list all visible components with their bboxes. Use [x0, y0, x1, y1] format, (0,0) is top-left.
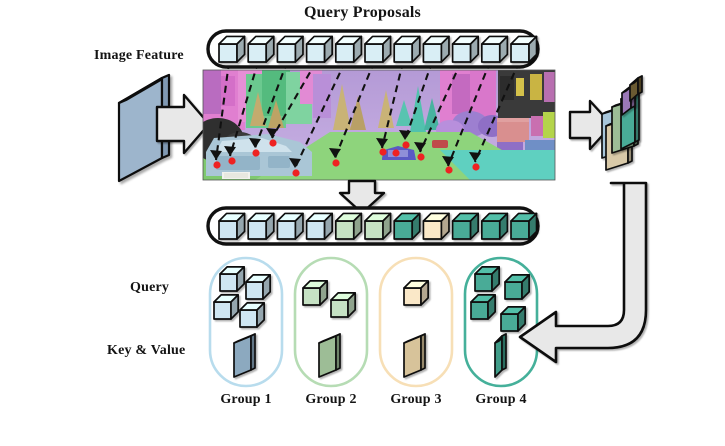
arrow-image-to-stack [568, 99, 614, 151]
group-4-key-value-plate [494, 333, 507, 378]
assigned-cube [510, 212, 538, 240]
group-4-query-cube [474, 266, 500, 292]
group-capsule-2 [293, 256, 369, 388]
output-feature-stack [601, 75, 643, 171]
group-4-query-cube [500, 306, 526, 332]
proposal-cube [393, 35, 421, 63]
scene-keypoints [213, 139, 480, 177]
figure-title: Query Proposals [304, 4, 421, 21]
proposal-cube [451, 35, 480, 63]
group-contents [213, 266, 530, 378]
proposal-cube [510, 35, 538, 63]
group-capsule-1 [208, 256, 284, 388]
group-3-label: Group 3 [390, 392, 442, 407]
proposal-cube [218, 35, 246, 63]
key-value-label: Key & Value [107, 343, 186, 358]
assigned-cube [218, 212, 246, 240]
proposal-cube [276, 35, 304, 63]
group-1-query-cube [219, 266, 245, 292]
group-4-query-cube [504, 274, 530, 300]
group-capsules [208, 256, 539, 388]
feedback-arrow [518, 181, 648, 364]
proposal-cube [422, 35, 450, 63]
proposal-cube [247, 35, 275, 63]
group-capsule-4 [463, 256, 539, 388]
group-3-query-cube [403, 280, 429, 306]
group-1-query-cube [245, 274, 271, 300]
assigned-cube [422, 212, 450, 240]
proposal-cube [334, 35, 363, 63]
query-label: Query [130, 280, 170, 295]
assigned-query-cubes [218, 212, 538, 240]
arrow-image-to-assignment [338, 179, 386, 215]
group-1-label: Group 1 [220, 392, 272, 407]
assigned-cube [393, 212, 421, 240]
query-proposal-cubes [218, 35, 538, 63]
proposal-association-lines [214, 61, 520, 169]
group-2-key-value-plate [318, 333, 341, 378]
group-4-label: Group 4 [475, 392, 527, 407]
assigned-cube [334, 212, 363, 240]
feature-plate [629, 75, 643, 102]
proposal-cube [364, 35, 392, 63]
group-2-query-cube [302, 280, 328, 306]
group-1-query-cube [213, 294, 239, 320]
group-1-key-value-plate [233, 333, 256, 378]
group-1-query-cube [239, 302, 265, 328]
image-feature-label: Image Feature [94, 48, 184, 63]
segmented-scene-image [203, 70, 555, 180]
assigned-cube [451, 212, 480, 240]
assigned-cube [480, 212, 509, 240]
group-2-query-cube [330, 292, 356, 318]
assigned-cube [305, 212, 334, 240]
assigned-cube [276, 212, 304, 240]
arrow-feature-to-image [155, 93, 211, 155]
assigned-cube [364, 212, 392, 240]
keypoint-arrowheads [210, 128, 481, 168]
group-4-query-cube [470, 294, 496, 320]
assigned-cube [247, 212, 275, 240]
group-2-label: Group 2 [305, 392, 357, 407]
proposal-cube [480, 35, 509, 63]
proposal-cube [305, 35, 334, 63]
group-3-key-value-plate [403, 333, 426, 378]
group-capsule-3 [378, 256, 454, 388]
